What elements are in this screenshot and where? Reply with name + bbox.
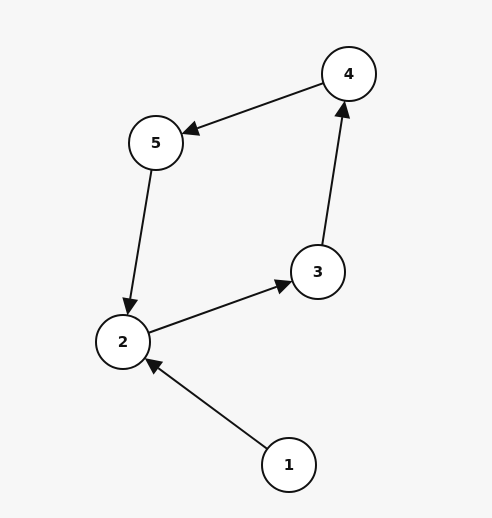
arrowhead-icon <box>122 297 139 316</box>
node-circle <box>290 244 346 300</box>
node-label: 3 <box>313 263 323 281</box>
node-1: 1 <box>261 437 317 493</box>
arrowhead-icon <box>273 279 293 295</box>
edge-line <box>197 82 324 130</box>
nodes-layer: 1 2 3 4 5 <box>95 46 377 493</box>
node-circle <box>95 314 151 370</box>
edge-5-to-2 <box>122 169 153 316</box>
node-label: 1 <box>284 456 294 474</box>
node-label: 5 <box>151 134 161 152</box>
node-circle <box>128 115 184 171</box>
edge-line <box>157 367 268 450</box>
arrowhead-icon <box>144 358 164 375</box>
node-circle <box>321 46 377 102</box>
edge-3-to-4 <box>321 100 351 246</box>
node-5: 5 <box>128 115 184 171</box>
edge-1-to-2 <box>144 358 268 450</box>
node-label: 2 <box>118 333 128 351</box>
node-3: 3 <box>290 244 346 300</box>
node-circle <box>261 437 317 493</box>
node-label: 4 <box>344 65 354 83</box>
edge-line <box>129 169 153 299</box>
edge-4-to-5 <box>181 82 324 136</box>
edge-line <box>148 285 277 334</box>
edge-line <box>321 117 344 246</box>
arrowhead-icon <box>181 120 201 136</box>
edges-layer <box>122 82 351 450</box>
arrowhead-icon <box>334 100 351 119</box>
node-2: 2 <box>95 314 151 370</box>
edge-2-to-3 <box>148 279 293 334</box>
node-4: 4 <box>321 46 377 102</box>
